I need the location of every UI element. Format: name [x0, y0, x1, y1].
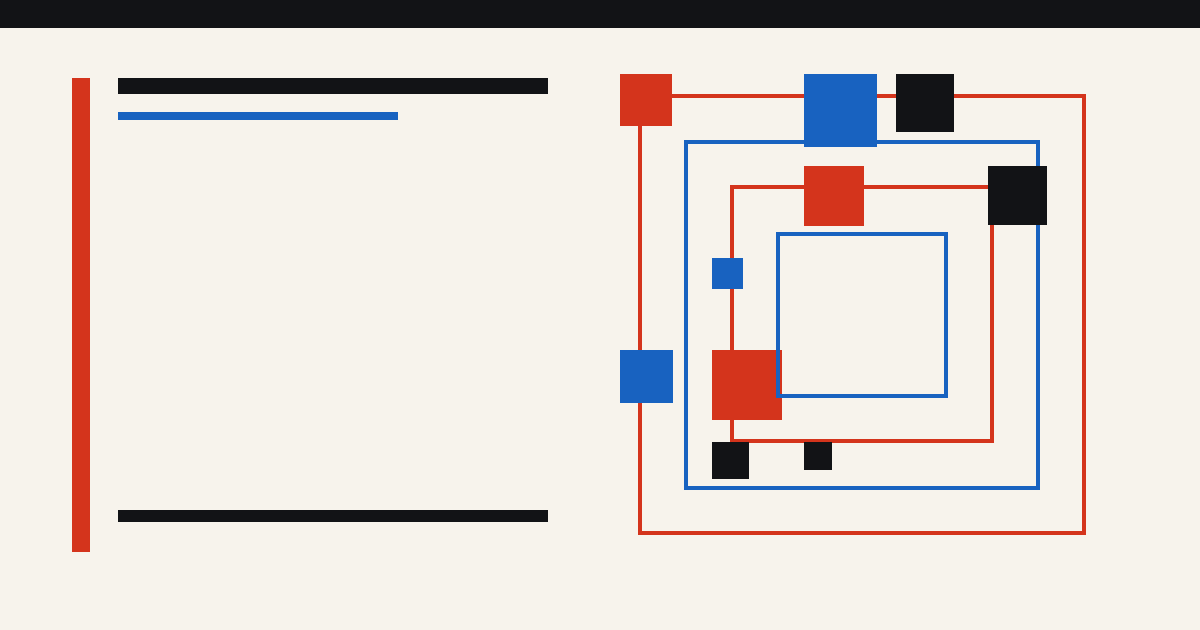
top-bar	[0, 0, 1200, 28]
rule-bottom	[118, 510, 548, 522]
rule-sub	[118, 112, 398, 120]
block-blue-left	[620, 350, 673, 403]
block-red-corner	[620, 74, 672, 126]
block-black-bl	[712, 442, 749, 479]
block-red-large	[712, 350, 782, 420]
rule-top	[118, 78, 548, 94]
block-blue-top	[804, 74, 877, 147]
accent-bar	[72, 78, 90, 552]
block-black-top	[896, 74, 954, 132]
block-red-mid	[804, 166, 864, 226]
block-black-small	[804, 442, 832, 470]
frame-inner-blue	[776, 232, 948, 398]
block-blue-small	[712, 258, 743, 289]
block-black-right	[988, 166, 1047, 225]
